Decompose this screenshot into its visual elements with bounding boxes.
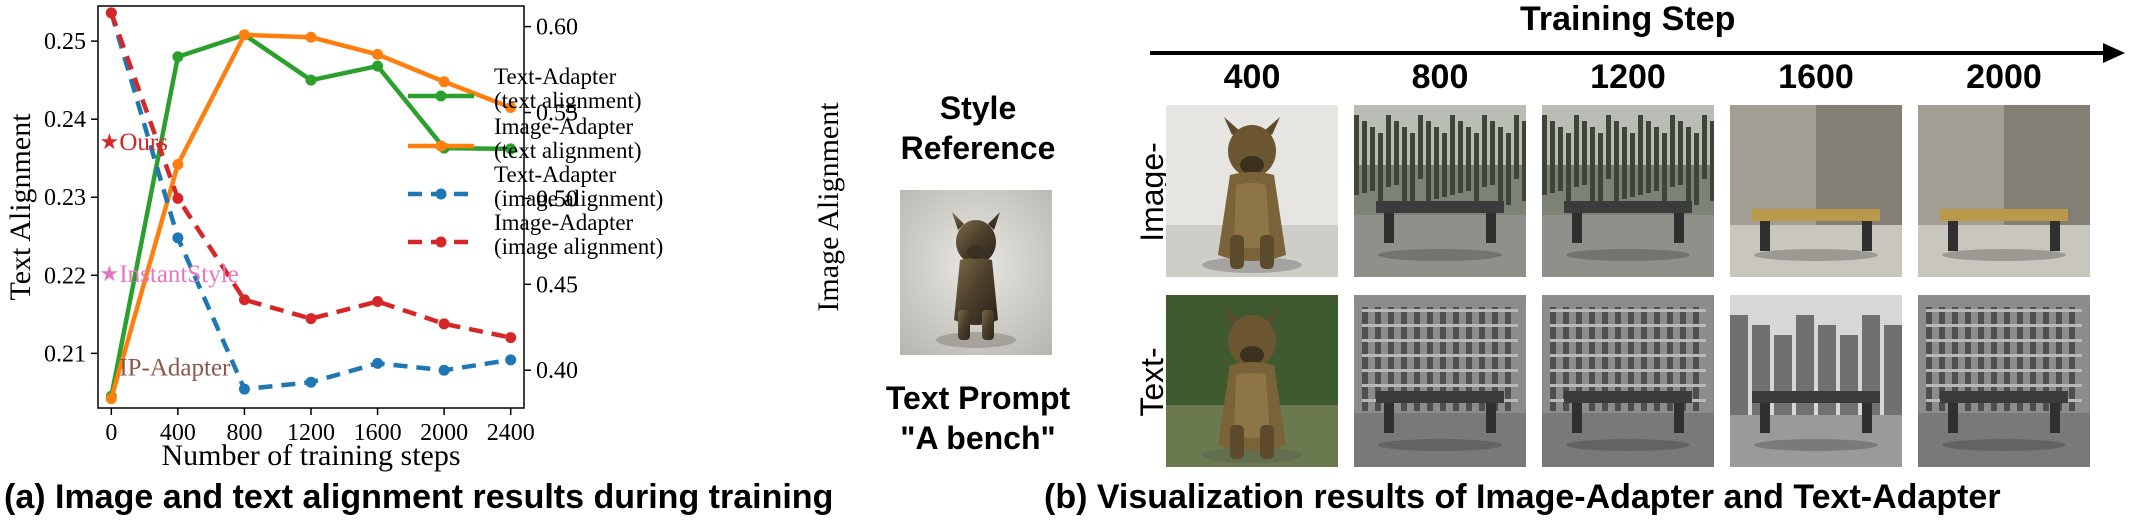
- y-tick-label: 0.25: [44, 29, 86, 55]
- result-thumbnail: [1918, 295, 2090, 467]
- series-point: [172, 192, 184, 204]
- series-point: [438, 318, 450, 330]
- series-point: [105, 393, 117, 405]
- training-step-arrow-line: [1150, 51, 2105, 55]
- series-point: [505, 143, 517, 155]
- style-reference-line1: Style: [939, 90, 1017, 126]
- result-thumbnail: [1918, 105, 2090, 277]
- star-marker-icon: ★: [99, 129, 119, 154]
- series-point: [372, 357, 384, 369]
- legend-label: Image-Adapter: [494, 210, 634, 235]
- x-tick-label: 0: [105, 420, 117, 446]
- series-point: [372, 60, 384, 72]
- y-tick-label: 0.23: [44, 185, 86, 211]
- series-point: [172, 158, 184, 170]
- step-label: 1200: [1590, 58, 1666, 96]
- x-tick-label: 800: [226, 420, 262, 446]
- series-point: [172, 232, 184, 244]
- text-prompt-line1: Text Prompt: [885, 380, 1071, 416]
- legend-marker: [435, 90, 447, 102]
- result-thumbnail: [1730, 105, 1902, 277]
- annotation-label: IP-Adapter: [119, 355, 231, 382]
- y2-tick-label: 0.40: [536, 358, 578, 384]
- series-point: [505, 101, 517, 113]
- series-point: [505, 354, 517, 366]
- result-thumbnail: [1542, 295, 1714, 467]
- series-point: [305, 74, 317, 86]
- caption-b: (b) Visualization results of Image-Adapt…: [1044, 478, 2001, 516]
- result-thumbnail: [1354, 105, 1526, 277]
- arrow-right-icon: [2103, 43, 2125, 63]
- y2-axis-label: Image Alignment: [812, 102, 845, 312]
- row-label-line1: Text-: [1134, 347, 1170, 417]
- y2-tick-label: 0.50: [536, 186, 578, 212]
- series-point: [105, 7, 117, 19]
- annotation-label: Ours: [119, 129, 168, 156]
- series-point: [438, 76, 450, 88]
- x-tick-label: 400: [160, 420, 196, 446]
- x-tick-label: 1200: [287, 420, 335, 446]
- legend-label: (image alignment): [494, 234, 663, 259]
- series-point: [172, 51, 184, 63]
- series-point: [238, 383, 250, 395]
- result-thumbnail: [1354, 295, 1526, 467]
- legend-marker: [435, 188, 447, 200]
- x-tick-label: 1600: [354, 420, 402, 446]
- step-label: 800: [1411, 58, 1469, 96]
- y2-tick-label: 0.55: [536, 101, 578, 127]
- star-marker-icon: ★: [99, 261, 119, 286]
- legend-marker: [435, 140, 447, 152]
- series-point: [238, 29, 250, 41]
- step-label: 400: [1223, 58, 1281, 96]
- series-point: [305, 31, 317, 43]
- dog-statue-image: [900, 190, 1052, 355]
- style-reference-line2: Reference: [900, 130, 1056, 166]
- legend-label: Text-Adapter: [494, 162, 617, 187]
- series-point: [372, 295, 384, 307]
- result-thumbnail: [1166, 295, 1338, 467]
- y-tick-label: 0.21: [44, 341, 86, 367]
- y2-tick-label: 0.60: [536, 15, 578, 41]
- text-prompt-line2: "A bench": [900, 420, 1056, 456]
- series-line: [109, 12, 512, 340]
- x-tick-label: 2000: [420, 420, 468, 446]
- row-label-line1: Image-: [1134, 142, 1170, 242]
- y-axis-label: Text Alignment: [4, 113, 37, 301]
- caption-a: (a) Image and text alignment results dur…: [4, 478, 834, 516]
- step-label: 2000: [1966, 58, 2042, 96]
- y-tick-label: 0.24: [44, 107, 86, 133]
- series-point: [305, 376, 317, 388]
- legend-label: (image alignment): [494, 186, 663, 211]
- x-tick-label: 2400: [487, 420, 535, 446]
- training-step-header: Training Step: [1150, 0, 2129, 100]
- annotation-label: InstantStyle: [119, 261, 238, 288]
- plot-frame: [97, 5, 525, 409]
- training-step-title: Training Step: [1520, 0, 1736, 38]
- alignment-chart: 0 400 800 1200 1600 2000 2400 0.21 0.22 0.23 0.24 0…: [0, 0, 880, 480]
- series-line: [109, 12, 512, 392]
- series-point: [305, 313, 317, 325]
- style-reference-label: Style Reference: [878, 88, 1078, 168]
- step-label: 1600: [1778, 58, 1854, 96]
- legend-label: Image-Adapter: [494, 114, 634, 139]
- series-point: [438, 364, 450, 376]
- series-point: [505, 332, 517, 344]
- y2-tick-label: 0.45: [536, 272, 578, 298]
- style-reference-image: [900, 190, 1052, 355]
- x-axis-label: Number of training steps: [161, 439, 460, 472]
- result-thumbnail: [1166, 105, 1338, 277]
- y-tick-label: 0.22: [44, 263, 86, 289]
- result-thumbnail: [1730, 295, 1902, 467]
- text-prompt-label: Text Prompt "A bench": [872, 378, 1084, 458]
- legend-label: (text alignment): [494, 138, 642, 163]
- alignment-chart-svg: 0 400 800 1200 1600 2000 2400 0.21 0.22 0.23 0.24 0…: [4, 5, 845, 472]
- series-point: [238, 294, 250, 306]
- legend-label: (text alignment): [494, 88, 642, 113]
- result-thumbnail: [1542, 105, 1714, 277]
- legend-label: Text-Adapter: [494, 64, 617, 89]
- series-point: [372, 48, 384, 60]
- legend-marker: [435, 236, 447, 248]
